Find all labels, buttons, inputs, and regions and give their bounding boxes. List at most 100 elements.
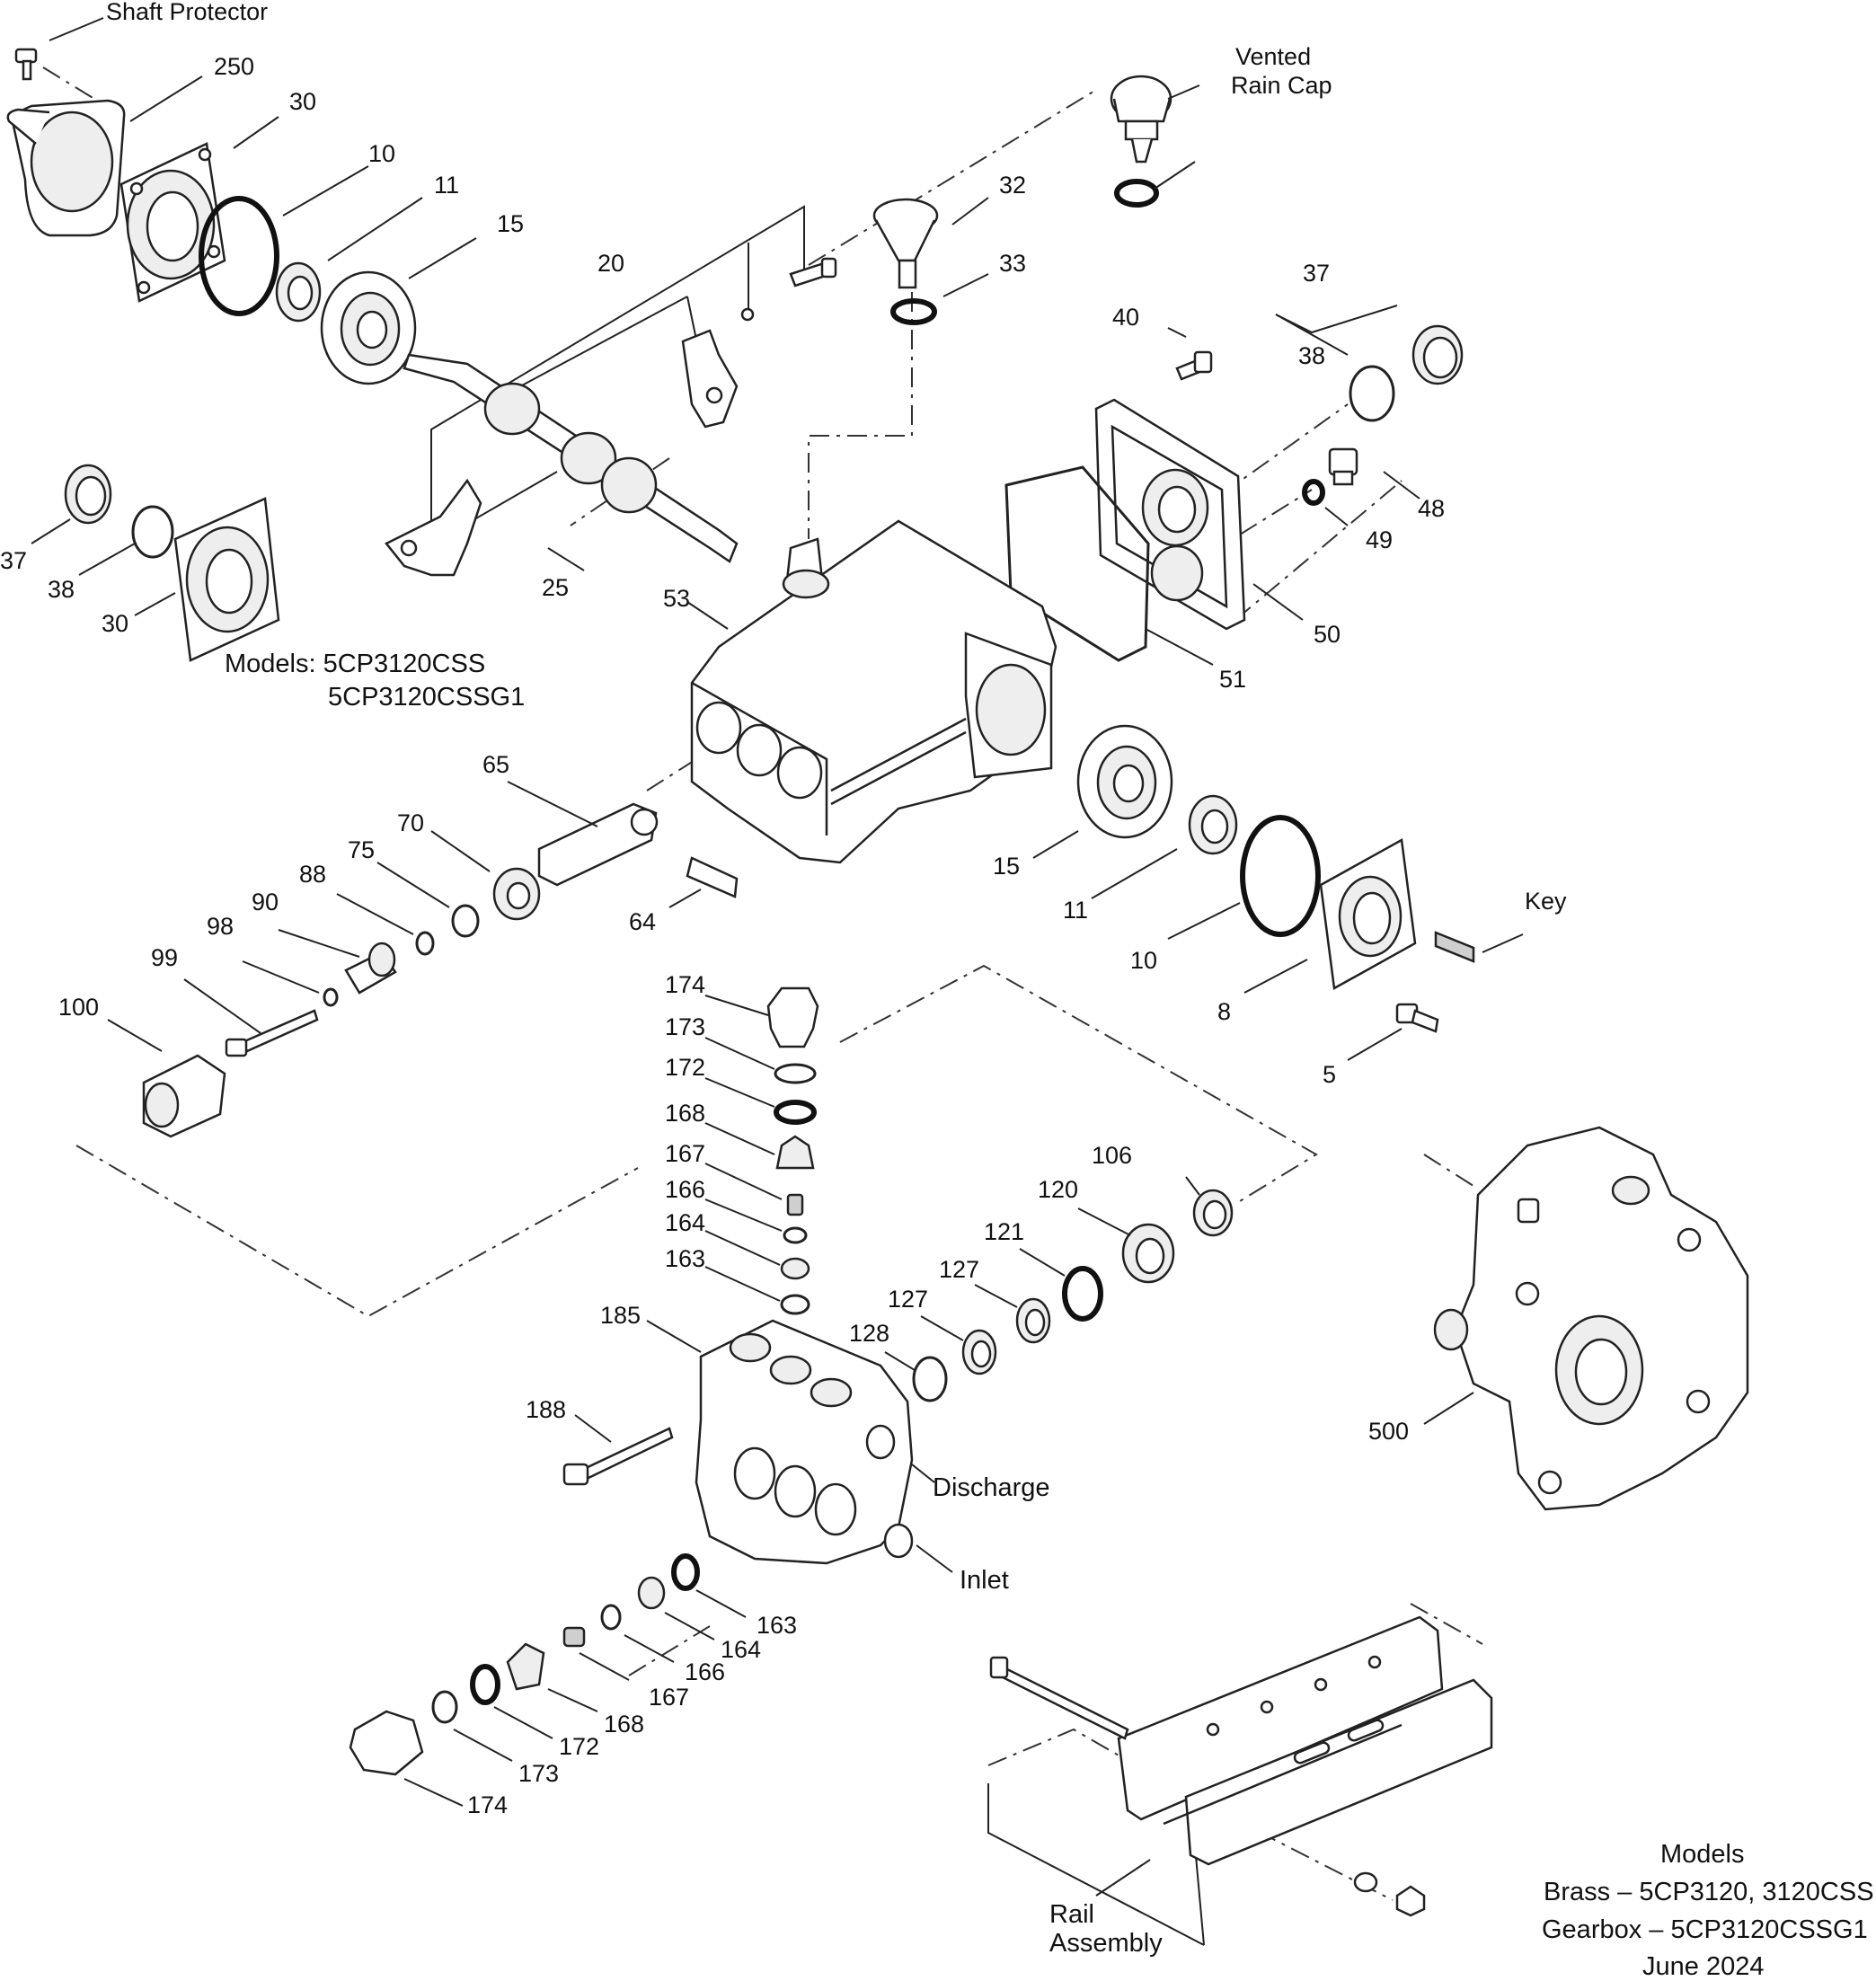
- valve-seat-164-bottom: [637, 1576, 666, 1610]
- callout-75: 75: [348, 836, 375, 863]
- oil-seal-11-top: [275, 261, 322, 323]
- models-footer-title: Models: [1660, 1840, 1745, 1869]
- bearing-flange-30-left: [173, 497, 280, 662]
- rod-bolt: [740, 257, 837, 322]
- callout-33: 33: [999, 250, 1026, 277]
- seal-127-b: [961, 1329, 997, 1375]
- callout-164-top: 164: [665, 1209, 705, 1236]
- callout-164-bottom: 164: [721, 1636, 761, 1663]
- models-footer-gearbox: Gearbox – 5CP3120CSSG1: [1542, 1915, 1868, 1944]
- o-ring-10-top: [199, 196, 279, 316]
- bearing-flange-30-top: [119, 142, 226, 303]
- callout-65: 65: [482, 751, 509, 778]
- shaft-key: [1434, 931, 1475, 963]
- callout-88: 88: [299, 861, 326, 888]
- bearing-15-top: [320, 270, 417, 385]
- callout-173-top: 173: [665, 1013, 705, 1040]
- callout-51: 51: [1219, 666, 1246, 693]
- callout-40: 40: [1112, 304, 1139, 331]
- label-vented: Vented: [1235, 43, 1311, 70]
- gearbox-500: [1433, 1126, 1749, 1511]
- callout-15-right: 15: [993, 853, 1020, 880]
- o-ring-10-right: [1240, 815, 1321, 937]
- label-rail: Rail: [1049, 1900, 1094, 1929]
- seal-case-120: [1121, 1223, 1175, 1284]
- plunger-sleeve-100: [142, 1054, 226, 1138]
- washer-88: [415, 931, 435, 956]
- wrist-pin-64: [686, 856, 739, 898]
- seal-retainer-106: [1192, 1189, 1234, 1237]
- callout-32: 32: [999, 172, 1026, 199]
- callout-5: 5: [1323, 1061, 1336, 1088]
- manifold-bolt-188: [562, 1427, 674, 1486]
- o-ring-173-top: [774, 1063, 817, 1084]
- callout-100: 100: [58, 994, 99, 1021]
- o-ring-172-bottom: [470, 1664, 500, 1705]
- parts-artwork: [6, 48, 1749, 1917]
- callout-128: 128: [849, 1320, 889, 1347]
- crankcase-53: [690, 519, 1057, 864]
- plunger-90: [344, 942, 397, 995]
- crankshaft-25: [403, 353, 739, 563]
- cover-bolt-40: [1175, 350, 1213, 381]
- models-footer-brass: Brass – 5CP3120, 3120CSS: [1544, 1878, 1874, 1906]
- o-ring-163-top: [780, 1294, 810, 1315]
- rail-assembly: [989, 1615, 1493, 1917]
- callout-106: 106: [1092, 1142, 1132, 1169]
- washer-38-left: [131, 505, 174, 559]
- o-ring-33: [890, 298, 937, 325]
- label-shaft-protector: Shaft Protector: [106, 0, 268, 25]
- o-ring-163-bottom: [671, 1553, 700, 1591]
- callout-172-top: 172: [665, 1054, 705, 1081]
- valve-plug-174-top: [766, 986, 819, 1048]
- callout-98: 98: [207, 913, 234, 940]
- bearing-15-right: [1076, 724, 1173, 839]
- callout-38-left: 38: [48, 576, 75, 603]
- callout-64: 64: [629, 908, 656, 935]
- breather-32: [872, 198, 939, 289]
- valve-seat-164-top: [780, 1257, 810, 1280]
- callout-37-right: 37: [1303, 260, 1330, 287]
- valve-retainer-168-top: [775, 1135, 815, 1170]
- callout-166-bottom: 166: [685, 1658, 725, 1685]
- callout-127-b: 127: [888, 1286, 928, 1313]
- callout-10-right: 10: [1130, 947, 1157, 974]
- connecting-rod-cap: [681, 329, 739, 429]
- drain-plug-48: [1328, 447, 1358, 486]
- callout-11-top: 11: [434, 172, 459, 199]
- flange-bolt-5: [1395, 1003, 1439, 1033]
- models-left-line1: Models: 5CP3120CSS: [225, 650, 485, 678]
- callout-49: 49: [1366, 526, 1393, 553]
- callout-30-left: 30: [102, 610, 128, 637]
- callout-120: 120: [1038, 1176, 1078, 1203]
- callout-15-top: 15: [497, 210, 524, 237]
- callout-185: 185: [600, 1302, 641, 1329]
- callout-20: 20: [597, 250, 624, 277]
- callout-11-right: 11: [1063, 897, 1088, 924]
- callout-70: 70: [397, 809, 424, 836]
- spring-167-top: [786, 1193, 804, 1216]
- rear-cover-50: [1094, 398, 1246, 631]
- callout-174-top: 174: [665, 971, 705, 998]
- callout-250: 250: [214, 53, 254, 80]
- o-ring-49: [1302, 479, 1325, 506]
- callout-168-top: 168: [665, 1100, 705, 1127]
- label-rail-assembly: Assembly: [1049, 1929, 1163, 1958]
- callout-53: 53: [663, 585, 690, 612]
- callout-10-top: 10: [368, 140, 395, 167]
- label-key: Key: [1525, 888, 1567, 915]
- ring-128: [912, 1356, 948, 1402]
- callout-163-top: 163: [665, 1245, 705, 1272]
- bearing-flange-8: [1319, 838, 1417, 990]
- oil-seal-11-right: [1188, 794, 1238, 855]
- callout-166-top: 166: [665, 1176, 705, 1203]
- shaft-protector-screw: [14, 48, 38, 81]
- label-rain-cap: Rain Cap: [1231, 72, 1332, 99]
- models-footer-date: June 2024: [1642, 1952, 1764, 1981]
- callout-90: 90: [252, 889, 279, 915]
- callout-30-top: 30: [289, 88, 316, 115]
- valve-166-bottom: [600, 1604, 622, 1631]
- washer-38-right: [1349, 365, 1395, 422]
